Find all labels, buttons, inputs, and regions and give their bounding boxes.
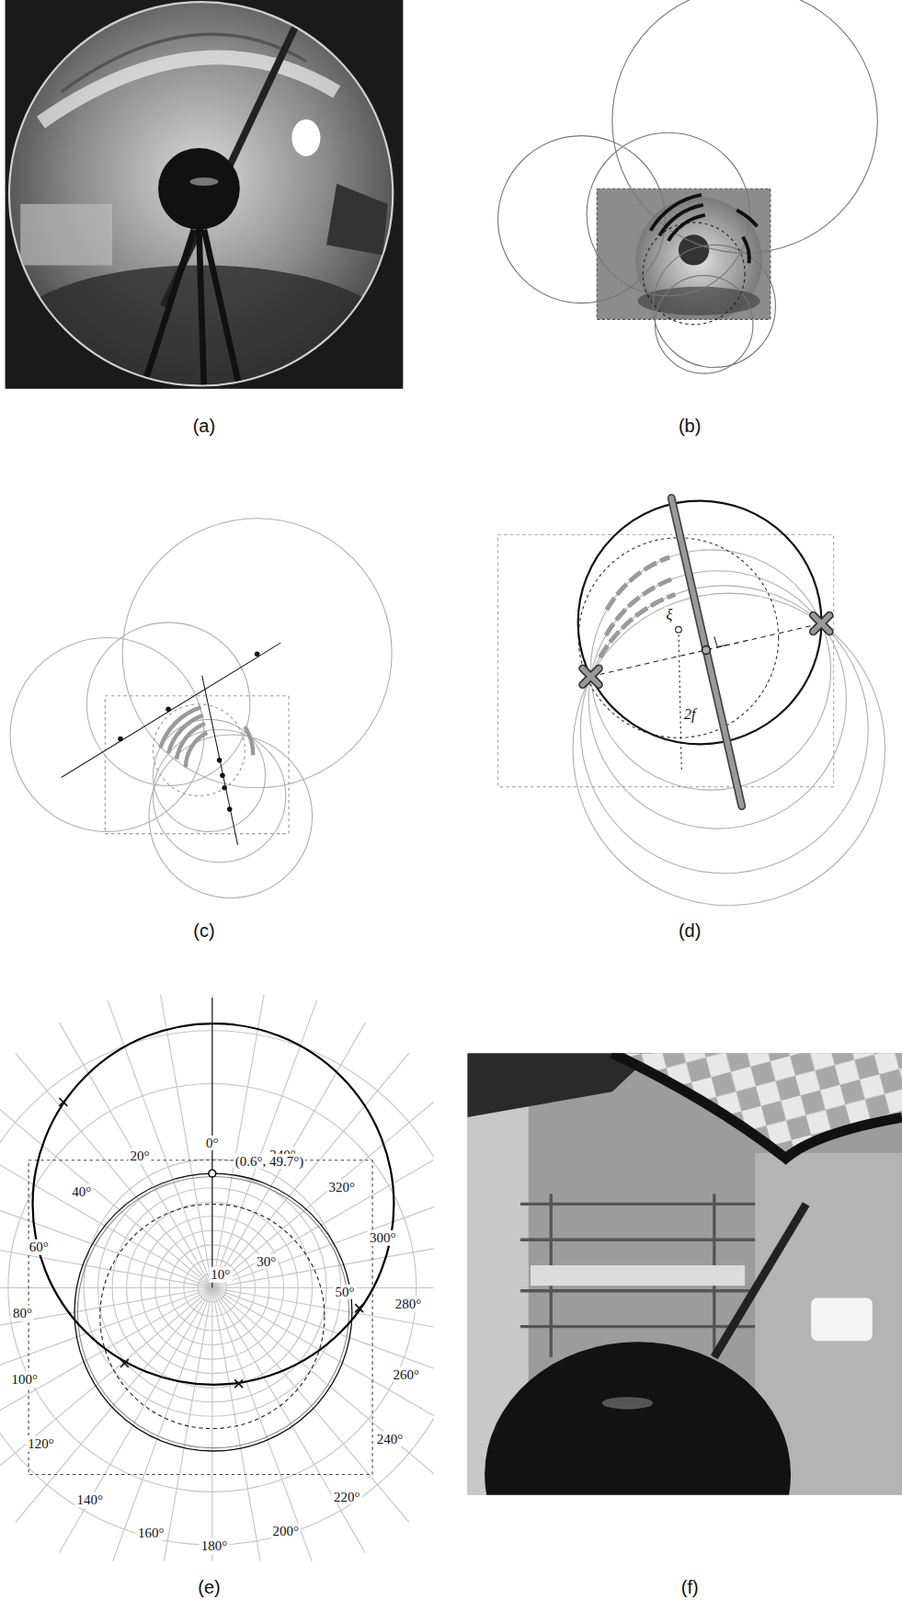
radius-label: 30°	[254, 1253, 278, 1269]
panel-label: (b)	[678, 415, 701, 436]
coordinate-label: (0.6°, 49.7°)	[233, 1153, 307, 1170]
angle-label: 160°	[136, 1525, 167, 1542]
circle-fit-d	[498, 498, 886, 906]
panel-label: (d)	[678, 920, 701, 941]
math-symbol: ξ	[664, 606, 675, 624]
angle-label: 300°	[367, 1230, 399, 1246]
angle-label: 120°	[25, 1436, 57, 1452]
angle-label: 180°	[199, 1538, 230, 1554]
photo-a	[5, 0, 404, 409]
angle-label: 260°	[390, 1367, 422, 1383]
circle-fit-b	[498, 0, 879, 374]
angle-label: 140°	[74, 1492, 105, 1508]
angle-label: 80°	[11, 1305, 35, 1322]
angle-label: 200°	[270, 1522, 301, 1539]
panel-label: (e)	[197, 1576, 220, 1598]
radius-label: 10°	[208, 1267, 232, 1283]
angle-label: 60°	[27, 1239, 51, 1256]
angle-label: 100°	[9, 1371, 40, 1388]
panel-label: (f)	[681, 1576, 699, 1598]
angle-label: 280°	[393, 1296, 424, 1313]
radius-label: 50°	[333, 1284, 357, 1301]
circle-fit-c	[10, 518, 392, 899]
angle-label: 20°	[128, 1148, 152, 1165]
polar-plot-e	[0, 981, 519, 1595]
math-symbol: 2f	[682, 706, 697, 723]
angle-label: 240°	[375, 1430, 406, 1447]
angle-label: 40°	[69, 1184, 93, 1200]
angle-label: 0°	[204, 1135, 221, 1152]
panel-label: (a)	[193, 415, 216, 436]
photo-f	[467, 1052, 902, 1495]
angle-label: 220°	[331, 1489, 363, 1506]
angle-label: 320°	[327, 1178, 358, 1195]
panel-label: (c)	[193, 920, 215, 941]
